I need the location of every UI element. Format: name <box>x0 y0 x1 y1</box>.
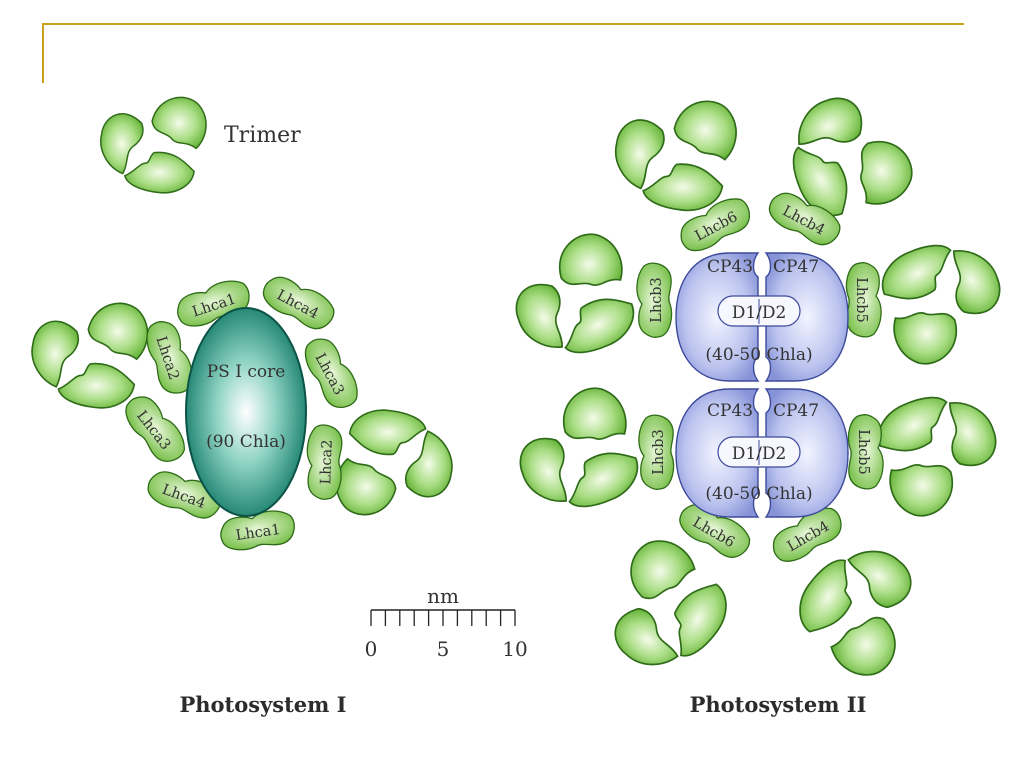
scale-tick-0: 0 <box>365 637 378 661</box>
scale-bar: nm 0 5 10 <box>365 584 528 661</box>
ps2-core-lower <box>675 388 849 518</box>
photosystem-2: CP43 CP47 D1/D2 (40-50 Chla) CP43 CP47 D… <box>496 78 1020 717</box>
ps2-core-upper <box>675 252 849 382</box>
scale-unit-label: nm <box>427 584 459 608</box>
ps2-lhcb-lower-left-label: Lhcb3 <box>651 429 667 475</box>
ps2-upper-cp47-label: CP47 <box>773 257 819 277</box>
title-rule-horizontal <box>42 23 964 25</box>
ps1-lhca-bottom-label: Lhca1 <box>235 522 282 544</box>
title-rule-vertical <box>42 23 44 83</box>
ps1-lhca-right-lower-label: Lhca2 <box>318 439 336 484</box>
ps2-trimer-upper-right <box>859 218 1020 376</box>
ps1-caption: Photosystem I <box>179 692 346 717</box>
scale-tick-5: 5 <box>437 637 450 661</box>
ps2-lower-d1d2-label: D1/D2 <box>732 444 787 464</box>
ps1-core-chl-label: (90 Chla) <box>206 432 286 452</box>
ps2-trimer-upper-left <box>496 222 657 380</box>
ps2-upper-d1d2-label: D1/D2 <box>732 303 787 323</box>
ps2-lower-cp43-label: CP43 <box>707 401 753 421</box>
photosystem-1: PS I core (90 Chla) Lhca1 Lhca4 Lhca3 Lh… <box>31 268 453 717</box>
ps2-trimer-lower-right <box>855 370 1016 528</box>
ps1-core-label: PS I core <box>207 362 286 382</box>
scale-tick-10: 10 <box>502 637 527 661</box>
trimer-legend-shape <box>100 96 207 194</box>
ps2-lower-cp47-label: CP47 <box>773 401 819 421</box>
ps2-lhcb-lower-right-label: Lhcb5 <box>855 429 871 475</box>
ps2-lower-chl-label: (40-50 Chla) <box>705 484 812 504</box>
ps2-lhcb-upper-left-label: Lhcb3 <box>649 277 665 323</box>
ps2-upper-chl-label: (40-50 Chla) <box>705 345 812 365</box>
ps2-trimer-lower-left <box>500 376 661 534</box>
ps2-caption: Photosystem II <box>690 692 867 717</box>
scale-ticks <box>370 610 516 626</box>
ps2-lhcb-upper-right-label: Lhcb5 <box>853 277 869 323</box>
ps1-trimer-left <box>31 302 149 409</box>
trimer-label: Trimer <box>224 123 301 148</box>
ps2-upper-cp43-label: CP43 <box>707 257 753 277</box>
ps2-trimer-top-left <box>614 100 737 212</box>
ps1-core <box>185 307 307 517</box>
ps1-trimer-right <box>335 409 453 516</box>
